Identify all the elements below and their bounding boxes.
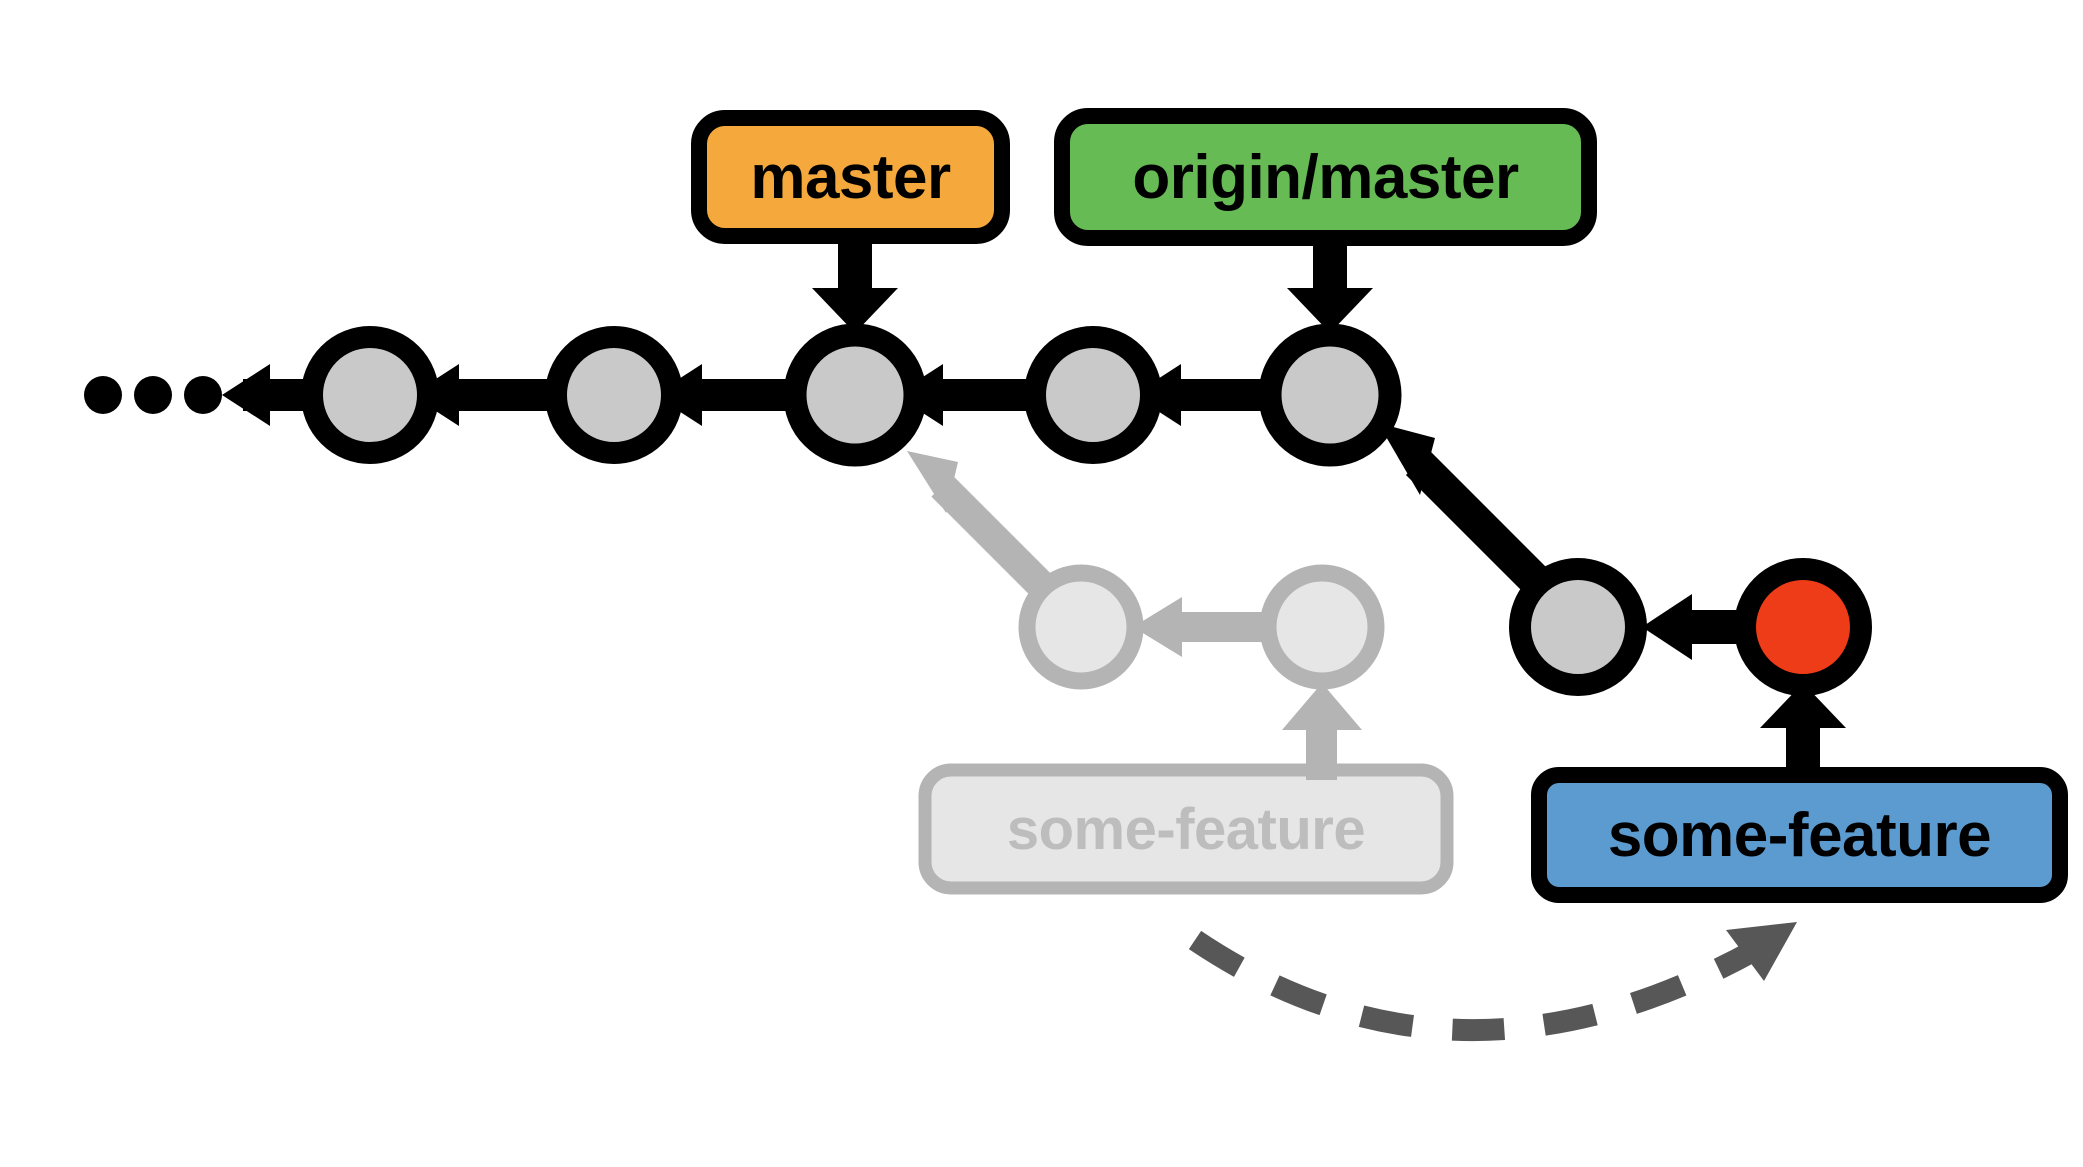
arrow-originmaster-label-to-commit [1287,232,1373,333]
arrow-somefeature-label-to-commit [1760,683,1846,780]
branch-label-some-feature-box[interactable] [1531,767,2068,903]
dashed-curve-arrowhead [1726,922,1797,981]
label-stem-arrowhead [1287,288,1373,333]
ellipsis-dot [84,376,122,414]
label-stem-arrowhead [1760,683,1846,728]
ghost-diagonal-shaft [931,475,1059,603]
arrow-f2-to-f1 [1642,594,1750,660]
arrow-branch-moved-indicator [1188,922,1797,1042]
dashed-curve [1188,930,1761,1042]
arrow-head [1642,594,1692,660]
ghost-arrow-head [1133,597,1182,657]
arrow-ghost-g1-c3 [907,451,1059,603]
branch-label-origin-master-box[interactable] [1054,108,1597,246]
ghost-label-box [918,763,1454,895]
branch-label-master-box[interactable] [691,110,1010,244]
commit-node[interactable] [301,326,439,464]
diagonal-arrowhead [1378,423,1435,495]
ghost-commit-node[interactable] [1259,564,1385,690]
ellipsis-dot [134,376,172,414]
solid-layer [84,108,2068,903]
arrow-master-label-to-commit [812,232,898,333]
commit-node-master[interactable] [783,323,927,467]
ghost-stem-arrowhead [1282,683,1362,730]
ghost-layer [907,451,1454,895]
ghost-diagonal-arrowhead [907,451,958,513]
commit-node[interactable] [545,326,683,464]
arrow-ghostlabel-to-ghostcommit [1282,683,1362,780]
ghost-commit-node[interactable] [1018,564,1144,690]
commit-node-origin-master[interactable] [1258,323,1402,467]
ellipsis-dot [184,376,222,414]
ghost-label-some-feature[interactable] [918,763,1454,895]
label-stem-arrowhead [812,288,898,333]
history-ellipsis [84,376,222,414]
ghost-arrow-shaft [1169,612,1271,642]
arrow-ghost-g2-g1 [1133,597,1271,657]
arrow-head [222,364,270,426]
diagonal-shaft [1405,450,1558,603]
arrow-f1-to-c5 [1378,423,1558,603]
commit-node[interactable] [1509,558,1647,696]
commit-node[interactable] [1024,326,1162,464]
commit-node-head[interactable] [1734,558,1872,696]
